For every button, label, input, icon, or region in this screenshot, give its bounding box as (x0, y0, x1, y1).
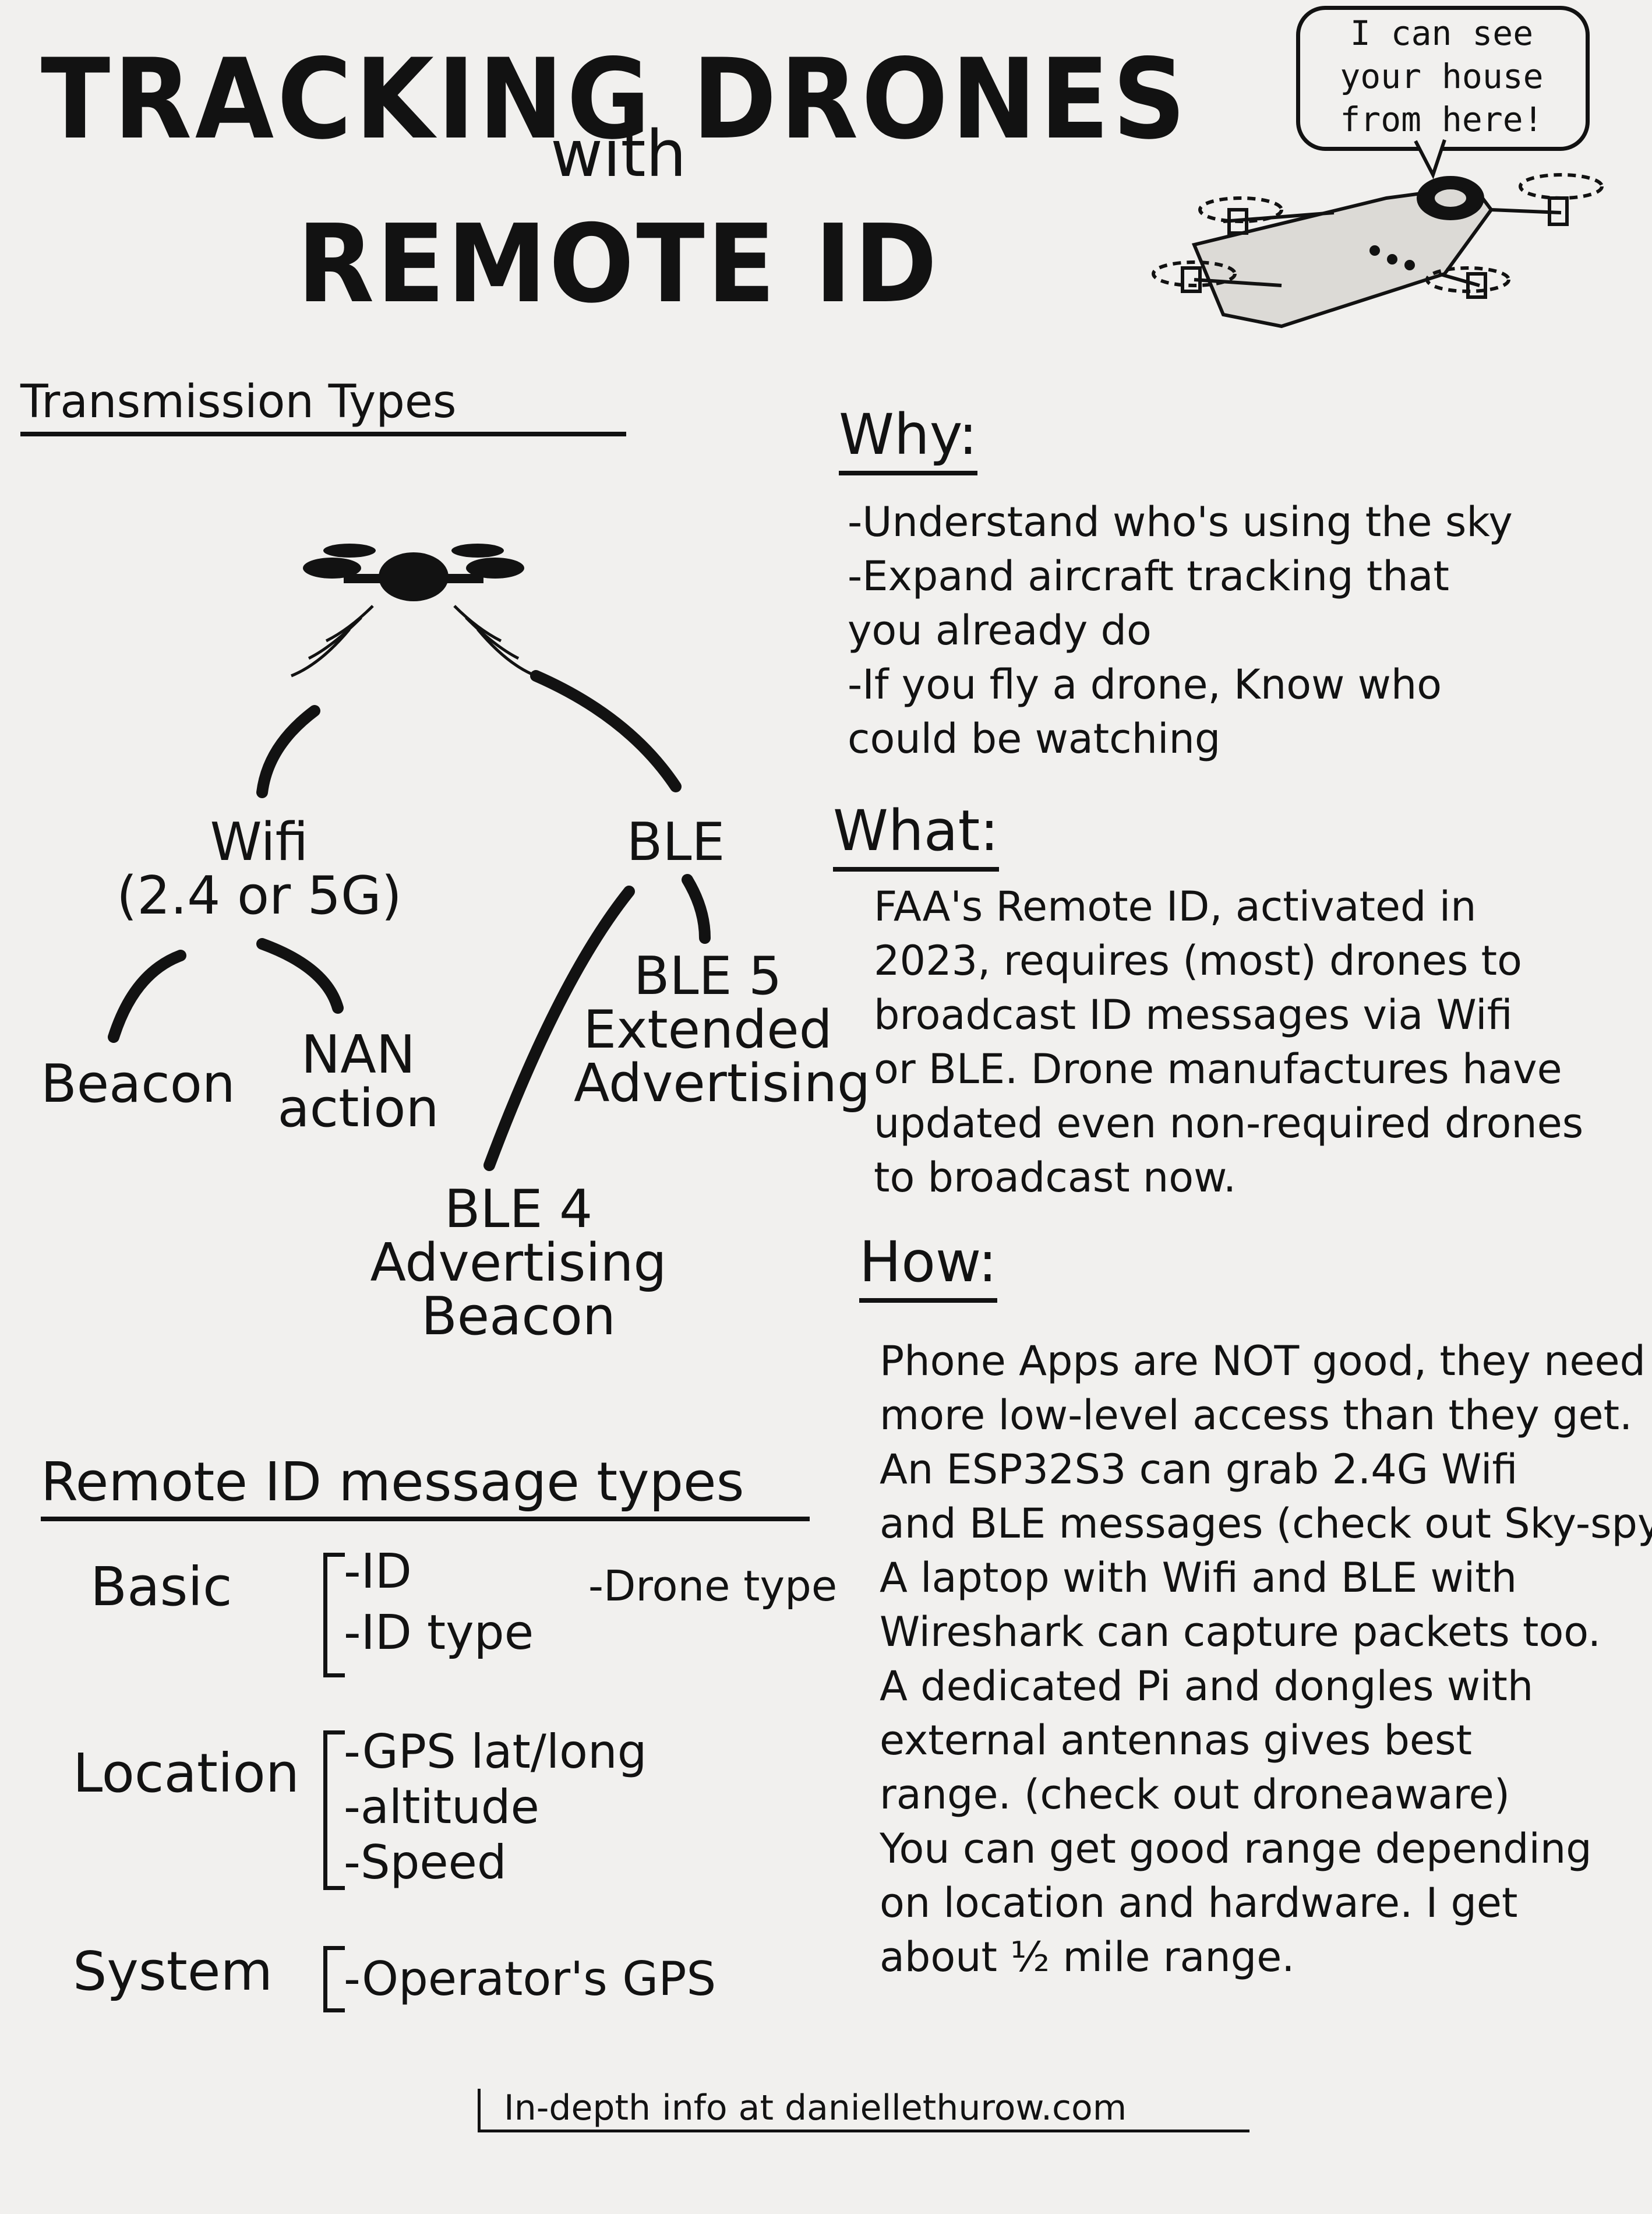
how-line: An ESP32S3 can grab 2.4G Wifi (880, 1446, 1518, 1493)
how-line: You can get good range depending (880, 1825, 1592, 1873)
what-line: FAA's Remote ID, activated in (874, 883, 1477, 930)
node-ble4: BLE 4 Advertising Beacon (367, 1183, 670, 1344)
small-drone-icon (303, 544, 524, 601)
why-list: -Understand who's using the sky -Expand … (848, 495, 1513, 766)
node-wifi: Wifi (2.4 or 5G) (96, 816, 422, 923)
why-line: you already do (848, 607, 1152, 654)
why-heading: Why: (839, 402, 977, 475)
node-wifi-label: Wifi (210, 812, 309, 873)
tree-lines (108, 670, 711, 1171)
speech-bubble-text: I can see your house from here! (1340, 13, 1544, 139)
how-line: Phone Apps are NOT good, they need (880, 1337, 1646, 1385)
node-ble4-label: BLE 4 (444, 1179, 593, 1240)
how-line: more low-level access than they get. (880, 1391, 1633, 1439)
location-label: Location (73, 1742, 300, 1804)
node-nan-label: NAN (301, 1024, 416, 1085)
how-line: on location and hardware. I get (880, 1879, 1518, 1927)
node-beacon: Beacon (41, 1053, 235, 1115)
basic-bracket (323, 1553, 345, 1677)
transmission-heading: Transmission Types (20, 376, 626, 436)
node-ble4-line2: Advertising (370, 1232, 667, 1293)
basic-item: -ID (344, 1544, 412, 1599)
speech-bubble-tail (1414, 139, 1446, 179)
what-line: broadcast ID messages via Wifi (874, 991, 1513, 1039)
system-item: -Operator's GPS (344, 1952, 716, 2006)
location-item: -Speed (344, 1835, 507, 1889)
what-line: or BLE. Drone manufactures have (874, 1045, 1562, 1093)
why-line: -Understand who's using the sky (848, 498, 1513, 546)
how-line: external antennas gives best (880, 1716, 1472, 1764)
node-nan-sub: action (277, 1078, 439, 1139)
node-wifi-bands: (2.4 or 5G) (117, 865, 402, 926)
system-label: System (73, 1940, 273, 2003)
how-line: A laptop with Wifi and BLE with (880, 1554, 1517, 1602)
how-paragraph: Phone Apps are NOT good, they need more … (880, 1334, 1652, 1984)
how-heading: How: (859, 1229, 997, 1303)
how-line: A dedicated Pi and dongles with (880, 1662, 1534, 1710)
basic-item: -Drone type (588, 1561, 838, 1610)
basic-label: Basic (90, 1556, 232, 1618)
what-paragraph: FAA's Remote ID, activated in 2023, requ… (874, 880, 1583, 1205)
how-line: and BLE messages (check out Sky-spy) (880, 1500, 1652, 1547)
what-line: updated even non-required drones (874, 1099, 1584, 1147)
title-line-1: TRACKING DRONES (41, 35, 1189, 164)
messages-heading: Remote ID message types (41, 1451, 810, 1521)
what-line: to broadcast now. (874, 1154, 1237, 1201)
how-line: Wireshark can capture packets too. (880, 1608, 1601, 1656)
why-line: -Expand aircraft tracking that (848, 552, 1449, 600)
node-ble4-line3: Beacon (421, 1286, 616, 1347)
what-heading: What: (833, 798, 999, 872)
location-bracket (323, 1730, 345, 1890)
location-item: -GPS lat/long (344, 1725, 647, 1779)
node-ble5-line3: Advertising (574, 1053, 871, 1114)
signal-waves-icon (291, 605, 536, 678)
node-ble: BLE (626, 812, 725, 873)
how-line: about ½ mile range. (880, 1933, 1295, 1981)
location-item: -altitude (344, 1780, 539, 1834)
what-line: 2023, requires (most) drones to (874, 937, 1522, 985)
how-line: range. (check out droneaware) (880, 1771, 1510, 1818)
node-ble5-label: BLE 5 (633, 946, 782, 1007)
title-line-2: with (550, 117, 687, 191)
why-line: could be watching (848, 715, 1221, 763)
why-line: -If you fly a drone, Know who (848, 661, 1442, 708)
title-line-3: REMOTE ID (297, 201, 940, 327)
system-bracket (323, 1946, 345, 2012)
basic-item: -ID type (344, 1605, 534, 1660)
node-ble5: BLE 5 Extended Advertising (574, 946, 871, 1114)
node-nan: NAN action (262, 1028, 454, 1136)
drone-sketch-icon (1152, 173, 1604, 329)
footer-link: In-depth info at daniellethurow.com (478, 2089, 1249, 2132)
node-ble5-line2: Extended (583, 999, 832, 1060)
